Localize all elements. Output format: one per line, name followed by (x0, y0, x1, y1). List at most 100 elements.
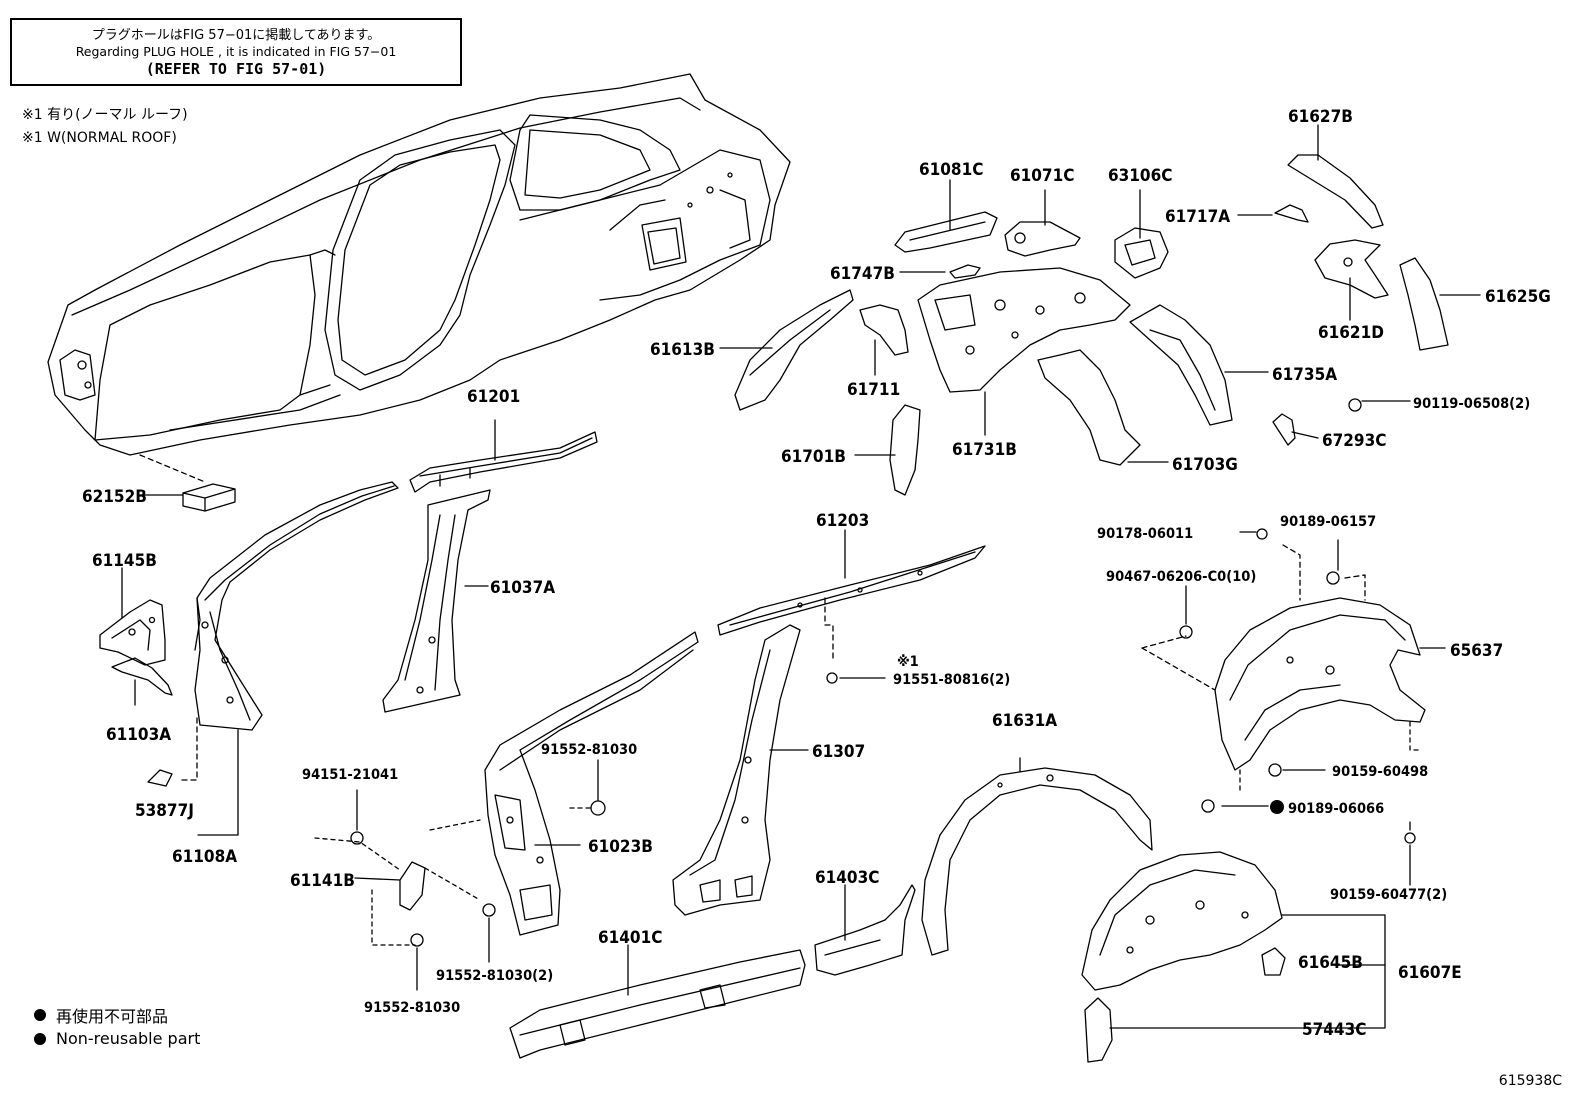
part-61717A (1274, 204, 1309, 223)
label-65637[interactable]: 65637 (1450, 641, 1503, 661)
label-61037A[interactable]: 61037A (490, 578, 555, 598)
label-61735A[interactable]: 61735A (1272, 365, 1337, 385)
legend-jp: 再使用不可部品 (34, 1003, 168, 1027)
part-61103A-reinforcement (111, 657, 173, 696)
label-90189-06066[interactable]: 90189-06066 (1288, 801, 1384, 817)
label-90189-06157[interactable]: 90189-06157 (1280, 514, 1376, 530)
part-61711 (859, 304, 909, 356)
part-61037A-center-pillar (382, 489, 491, 713)
part-61108A-front-pillar (194, 481, 399, 731)
label-61613B[interactable]: 61613B (650, 340, 715, 360)
label-61201[interactable]: 61201 (467, 387, 520, 407)
variant-note-jp: ※1 有り(ノーマル ルーフ) (22, 107, 188, 123)
label-61645B[interactable]: 61645B (1298, 953, 1363, 973)
refer-note: (REFER TO FIG 57-01) (145, 60, 327, 78)
label-61023B[interactable]: 61023B (588, 837, 653, 857)
body-side-outer-panel (47, 73, 791, 456)
label-53877J[interactable]: 53877J (135, 801, 194, 821)
legend-dot-icon (34, 1032, 46, 1045)
label-61103A[interactable]: 61103A (106, 725, 171, 745)
label-61717A[interactable]: 61717A (1165, 207, 1230, 227)
label-61307[interactable]: 61307 (812, 742, 865, 762)
part-61607E-liner (1081, 851, 1283, 991)
label-61403C[interactable]: 61403C (815, 868, 879, 888)
screw-90159-477 (1404, 832, 1416, 844)
part-61141B (399, 861, 426, 911)
bolt-91552-b (410, 933, 424, 947)
part-61145B-bracket (99, 599, 166, 666)
part-61201-roof-rail (409, 431, 598, 493)
label-62152B[interactable]: 62152B (82, 487, 147, 507)
label-90159-60498[interactable]: 90159-60498 (1332, 764, 1428, 780)
legend-en-text: Non-reusable part (56, 1029, 201, 1048)
label-61145B[interactable]: 61145B (92, 551, 157, 571)
label-90178-06011[interactable]: 90178-06011 (1097, 526, 1193, 542)
label-61631A[interactable]: 61631A (992, 711, 1057, 731)
label-61703G[interactable]: 61703G (1172, 455, 1238, 475)
part-57443C (1084, 997, 1113, 1063)
label-61621D[interactable]: 61621D (1318, 323, 1384, 343)
part-61631A-wheelhouse (921, 767, 1153, 956)
label-90467-06206[interactable]: 90467-06206-C0(10) (1106, 569, 1256, 585)
plug-hole-note-box: プラグホールはFIG 57−01に掲載してあります。 Regarding PLU… (10, 18, 462, 86)
part-61747B (949, 264, 981, 279)
label-94151-21041[interactable]: 94151-21041 (302, 767, 398, 783)
bolt-90119 (1348, 398, 1362, 412)
label-61711[interactable]: 61711 (847, 380, 900, 400)
label-91551-80816[interactable]: 91551-80816(2) (893, 672, 1010, 688)
nut-90467 (1179, 625, 1193, 639)
part-61203-roof-rail-inner (717, 545, 986, 636)
clip-90178 (1256, 528, 1268, 540)
label-63106C[interactable]: 63106C (1108, 166, 1172, 186)
clip-90159-498 (1268, 763, 1282, 777)
label-91552-81030-b[interactable]: 91552-81030 (364, 1000, 460, 1016)
bolt-91552-2 (482, 903, 496, 917)
label-61071C[interactable]: 61071C (1010, 166, 1074, 186)
label-61401C[interactable]: 61401C (598, 928, 662, 948)
grommet-94151 (350, 831, 364, 845)
label-91552-81030-2[interactable]: 91552-81030(2) (436, 968, 553, 984)
part-53877J-clip (147, 769, 173, 787)
label-61081C[interactable]: 61081C (919, 160, 983, 180)
label-61701B[interactable]: 61701B (781, 447, 846, 467)
label-57443C[interactable]: 57443C (1302, 1020, 1366, 1040)
part-61701B (889, 404, 921, 496)
part-62152B-block (182, 483, 236, 512)
legend-dot-icon (34, 1009, 46, 1021)
part-61735A (1129, 304, 1233, 426)
part-61703G (1037, 349, 1141, 466)
label-61731B[interactable]: 61731B (952, 440, 1017, 460)
label-61625G[interactable]: 61625G (1485, 287, 1551, 307)
part-63106C (1114, 227, 1169, 279)
label-90159-60477[interactable]: 90159-60477(2) (1330, 887, 1447, 903)
label-61747B[interactable]: 61747B (830, 264, 895, 284)
part-61023B-pillar-inner (484, 631, 699, 936)
label-61141B[interactable]: 61141B (290, 871, 355, 891)
label-91552-81030-a[interactable]: 91552-81030 (541, 742, 637, 758)
part-65637-liner (1214, 597, 1426, 771)
label-61108A[interactable]: 61108A (172, 847, 237, 867)
part-61645B (1261, 947, 1286, 976)
part-61081C (894, 211, 998, 253)
clip-90189-157 (1326, 571, 1340, 585)
part-61731B-quarter-inner (917, 267, 1131, 393)
part-61613B (734, 289, 854, 411)
part-61625G (1399, 257, 1449, 351)
part-67293C (1272, 413, 1296, 446)
plug-hole-note-jp: プラグホールはFIG 57−01に掲載してあります。 (91, 28, 381, 43)
label-61203[interactable]: 61203 (816, 511, 869, 531)
part-61071C (1004, 221, 1081, 257)
part-61627B (1287, 154, 1384, 229)
legend-jp-text: 再使用不可部品 (56, 1007, 169, 1026)
label-67293C[interactable]: 67293C (1322, 431, 1386, 451)
variant-note-en: ※1 W(NORMAL ROOF) (22, 130, 177, 146)
label-90119-06508[interactable]: 90119-06508(2) (1413, 396, 1530, 412)
plug-hole-note-en: Regarding PLUG HOLE , it is indicated in… (75, 44, 397, 59)
label-61607E[interactable]: 61607E (1398, 963, 1462, 983)
part-61621D (1314, 239, 1389, 299)
figure-number: 615938C (1498, 1073, 1562, 1089)
variant-mark-91551: ※1 (897, 654, 919, 670)
label-61627B[interactable]: 61627B (1288, 107, 1353, 127)
bolt-91551 (826, 672, 838, 684)
